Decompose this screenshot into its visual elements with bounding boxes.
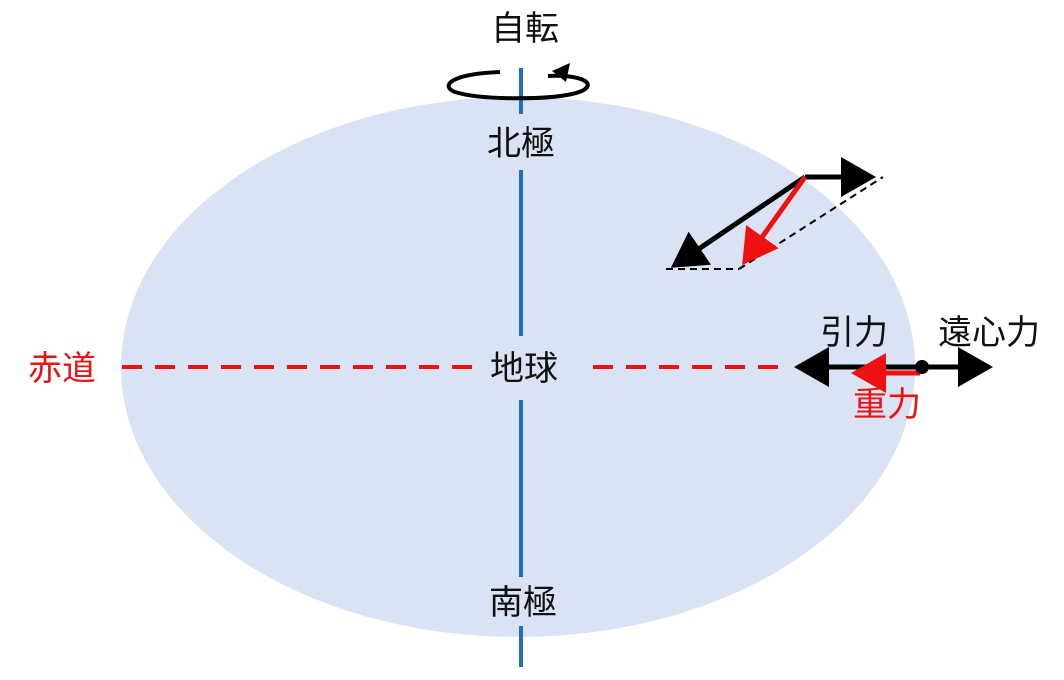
gravity-label: 重力 (853, 385, 921, 425)
equator-point (915, 360, 929, 374)
equator-label: 赤道 (28, 349, 96, 389)
rotation-arrow (446, 70, 590, 101)
centrifugal-label: 遠心力 (938, 313, 1040, 353)
gravity-arrow-diagonal (742, 175, 808, 266)
rotation-arrow-head (552, 63, 570, 82)
earth-label: 地球 (490, 349, 558, 389)
rotation-label: 自転 (491, 9, 559, 49)
south-pole-label: 南極 (489, 583, 557, 623)
gravitation-label: 引力 (820, 313, 888, 353)
north-pole-label: 北極 (487, 124, 555, 164)
gravitation-arrow-diagonal (670, 174, 807, 268)
earth-ellipse (121, 97, 915, 637)
